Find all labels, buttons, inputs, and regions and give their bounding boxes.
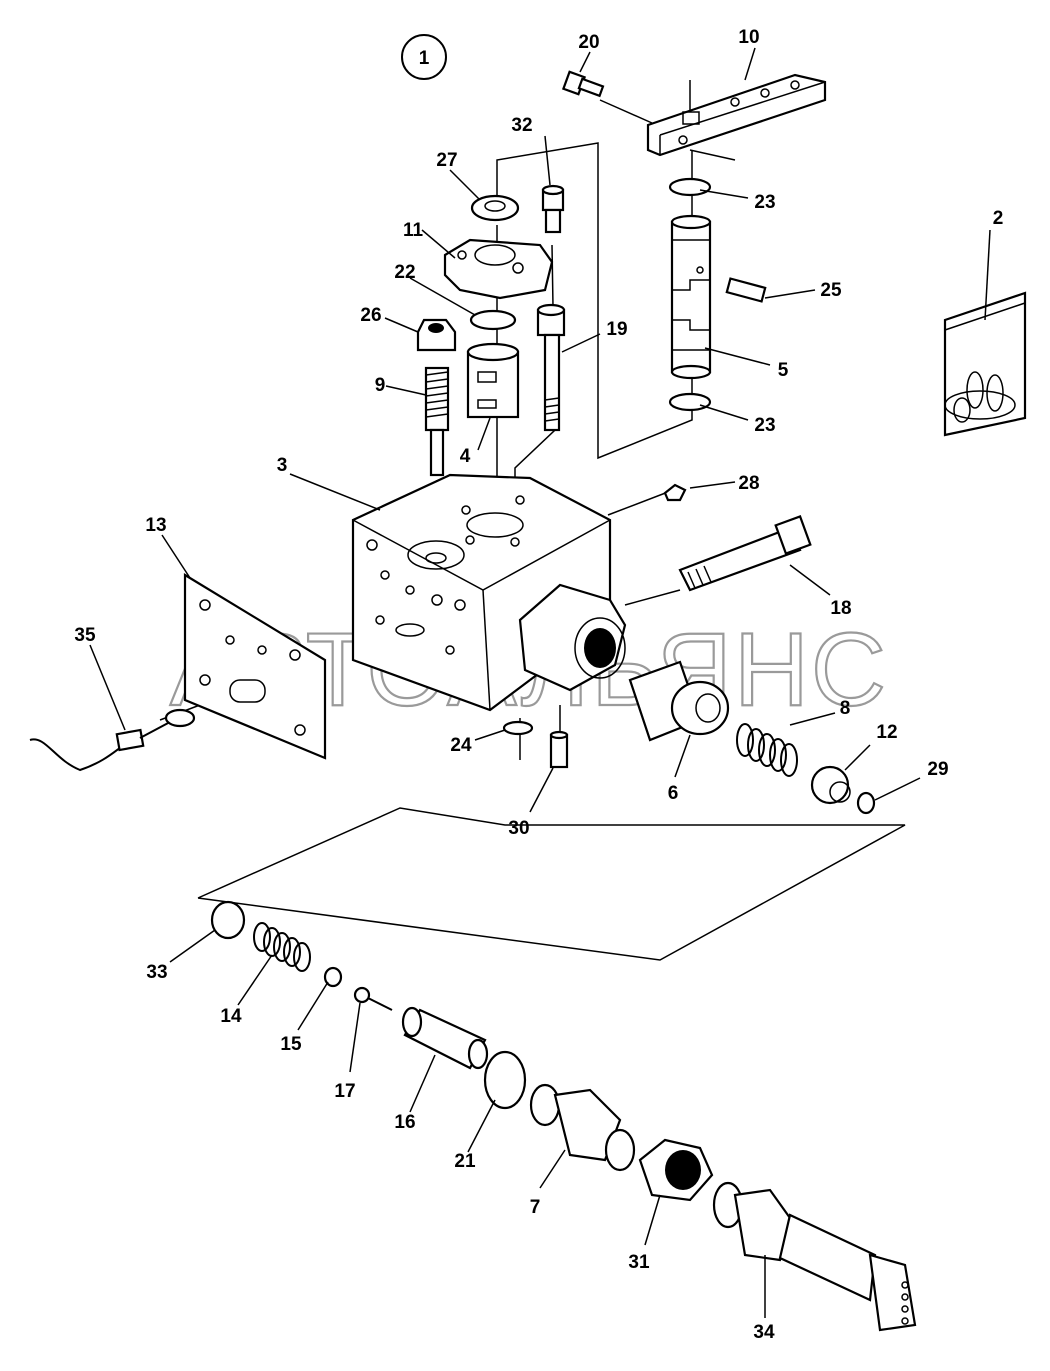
- part-26-nut: [416, 318, 457, 352]
- callout-26: 26: [360, 305, 381, 326]
- part-13-gasket: [183, 573, 327, 760]
- part-34-sensor: [712, 1181, 917, 1332]
- part-11-flange: [443, 238, 554, 300]
- part-21-oring: [483, 1050, 527, 1110]
- callout-19: 19: [606, 319, 627, 340]
- part-4-sleeve: [466, 342, 520, 419]
- part-19-bolt: [536, 303, 566, 432]
- callout-3: 3: [277, 455, 288, 476]
- part-12-retainer: [810, 765, 851, 805]
- callout-4: 4: [460, 446, 471, 467]
- callout-labels: 20 10 32 27 11 22 26 9 4 19 23 23 5 25 2…: [74, 27, 1003, 1343]
- leader-lines: [89, 47, 991, 1318]
- callout-35: 35: [74, 625, 96, 646]
- part-27-washer: [470, 194, 520, 222]
- callout-15: 15: [280, 1034, 302, 1055]
- callout-32: 32: [511, 115, 532, 136]
- part-9-stud: [424, 366, 450, 477]
- part-35-wire: [29, 708, 196, 772]
- callout-34: 34: [753, 1322, 775, 1343]
- part-24-oring: [502, 720, 534, 736]
- callout-29: 29: [927, 759, 948, 780]
- callout-16: 16: [394, 1112, 415, 1133]
- callout-25: 25: [820, 280, 842, 301]
- part-10-lever: [646, 73, 827, 157]
- part-14-spring: [253, 922, 311, 972]
- part-5-spool: [670, 214, 712, 380]
- callout-31: 31: [628, 1252, 650, 1273]
- part-25-pin: [725, 277, 767, 303]
- part-23-oring-top: [668, 177, 712, 197]
- part-16-plunger: [401, 1006, 489, 1070]
- part-30-pin: [549, 730, 569, 769]
- callout-28: 28: [738, 473, 759, 494]
- callout-2: 2: [993, 208, 1004, 229]
- part-20-screw: [561, 70, 605, 98]
- callout-33: 33: [146, 962, 167, 983]
- view-marker-label: 1: [419, 48, 430, 69]
- callout-27: 27: [436, 150, 457, 171]
- callout-12: 12: [876, 722, 897, 743]
- part-17-pin: [353, 986, 393, 1011]
- part-7-fitting: [529, 1083, 636, 1172]
- callout-18: 18: [830, 598, 851, 619]
- callout-30: 30: [508, 818, 529, 839]
- callout-17: 17: [334, 1081, 355, 1102]
- callout-13: 13: [145, 515, 166, 536]
- callout-22: 22: [394, 262, 415, 283]
- callout-23-top: 23: [754, 192, 775, 213]
- callout-20: 20: [578, 32, 599, 53]
- callout-10: 10: [738, 27, 759, 48]
- part-31-nut: [638, 1138, 714, 1202]
- part-23-oring-bottom: [668, 392, 712, 412]
- part-3-valve-body: [351, 473, 627, 712]
- view-marker: 1: [401, 34, 447, 80]
- callout-14: 14: [220, 1006, 242, 1027]
- part-15-washer: [323, 966, 343, 988]
- callout-6: 6: [668, 783, 679, 804]
- part-6-piston: [628, 660, 730, 742]
- part-22-oring: [469, 309, 517, 331]
- callout-24: 24: [450, 735, 472, 756]
- callout-7: 7: [530, 1197, 541, 1218]
- part-2-seal-kit-bag: [943, 291, 1027, 437]
- part-28-plug: [663, 483, 687, 502]
- callout-11: 11: [403, 220, 424, 241]
- part-8-spring: [736, 723, 798, 777]
- part-18-long-bolt: [678, 515, 812, 592]
- callout-9: 9: [375, 375, 386, 396]
- callout-21: 21: [454, 1151, 476, 1172]
- callout-23-bottom: 23: [754, 415, 775, 436]
- part-29-ring: [856, 791, 876, 815]
- part-33-cap: [210, 900, 246, 940]
- callout-8: 8: [840, 698, 851, 719]
- callout-5: 5: [778, 360, 789, 381]
- part-32-screw: [541, 184, 565, 234]
